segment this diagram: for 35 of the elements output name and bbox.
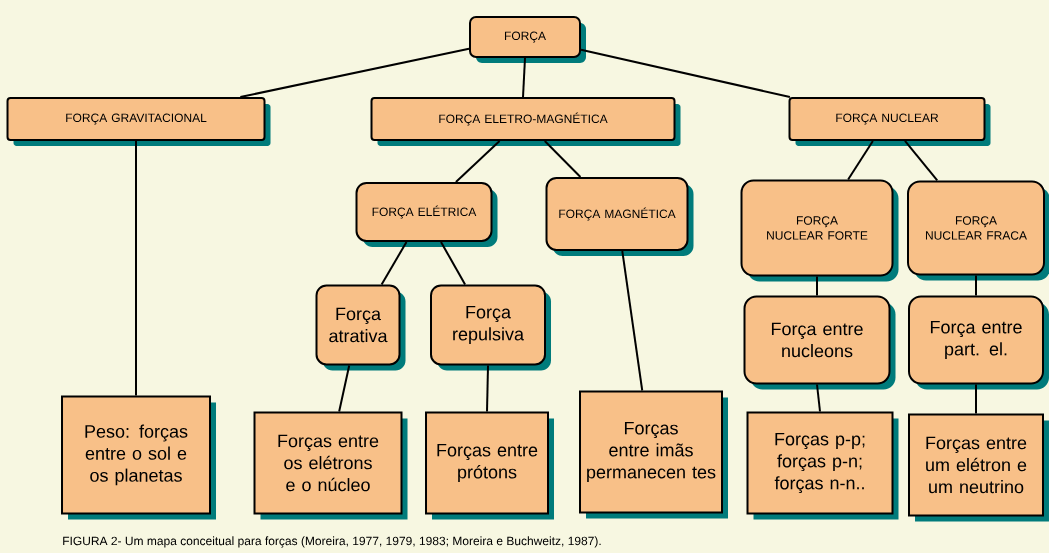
connector-line [816, 275, 818, 297]
connector-line [522, 57, 526, 98]
concept-box: Força entre part. el. [908, 295, 1049, 390]
concept-box: FORÇA ELETRO-MAGNÉTICA [370, 97, 681, 146]
connector-line [543, 140, 582, 178]
concept-box: FORÇA MAGNÉTICA [545, 177, 694, 256]
connector-line [486, 364, 489, 413]
concept-box: Forças entre os elétrons e o núcleo [253, 411, 408, 520]
concept-box: Forças p-p; forças p-n; forças n-n.. [746, 411, 899, 520]
concept-box: FORÇA ELÉTRICA [355, 182, 498, 247]
connector-line [440, 241, 467, 286]
concept-box: FORÇA [469, 16, 586, 63]
concept-box: FORÇA NUCLEAR FORTE [740, 179, 899, 282]
connector-line [135, 140, 137, 397]
connector-line [847, 140, 874, 181]
concept-box: Força repulsiva [430, 284, 551, 371]
connector-line [338, 364, 351, 413]
connector-line [580, 48, 791, 98]
concept-box: Forças entre prótons [425, 411, 554, 520]
figure-caption: FIGURA 2- Um mapa conceitual para forças (Moreira, 1977, 1979, 1983; Moreira e Buchweitz, 1987). [63, 536, 601, 548]
concept-box: Peso: forças entre o sol e os planetas [61, 395, 216, 520]
connector-line [975, 274, 977, 297]
concept-box: Força entre nucleons [743, 295, 896, 390]
connector-line [454, 140, 501, 183]
concept-box: FORÇA GRAVITACIONAL [6, 97, 271, 146]
connector-line [903, 140, 939, 182]
connector-line [621, 250, 644, 392]
concept-box: Forças entre imãs permanecen tes [579, 390, 728, 519]
concept-box: Força atrativa [315, 284, 406, 371]
connector-line [975, 383, 977, 415]
concept-box: Forças entre um elétron e um neutrino [908, 413, 1049, 522]
connector-line [380, 241, 408, 286]
concept-box: FORÇA NUCLEAR [788, 97, 991, 146]
concept-box: FORÇA NUCLEAR FRACA [907, 180, 1049, 281]
connector-line [816, 383, 821, 413]
